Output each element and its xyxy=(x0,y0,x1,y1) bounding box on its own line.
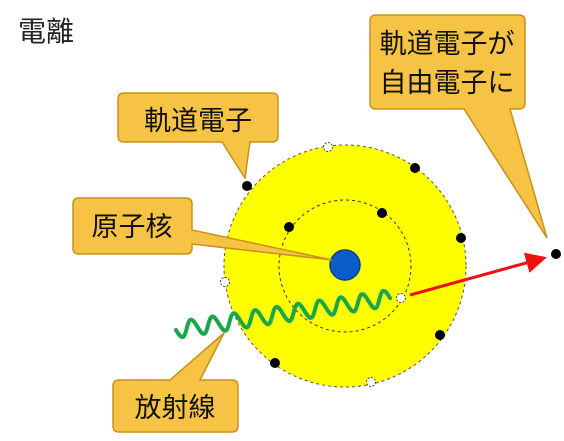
callout-nucleus-label: 原子核 xyxy=(92,212,173,243)
electron xyxy=(377,208,387,218)
callout-nucleus: 原子核 xyxy=(72,197,333,261)
electron-vacancy xyxy=(396,293,406,303)
nucleus xyxy=(329,249,361,281)
callout-radiation-label: 放射線 xyxy=(135,393,216,424)
callout-free-electron-label-line1: 軌道電子が xyxy=(380,29,515,60)
electron-vacancy xyxy=(220,277,230,287)
inner-electron-shell xyxy=(278,199,412,333)
diagram-title: 電離 xyxy=(18,15,75,48)
callout-free-electron-label-line2: 自由電子に xyxy=(380,68,515,99)
callout-orbital-electron-label: 軌道電子 xyxy=(144,106,252,137)
electron xyxy=(435,330,445,340)
electron-vacancy xyxy=(366,377,376,387)
electron xyxy=(270,358,280,368)
ejection-arrow xyxy=(409,252,547,297)
electron xyxy=(456,233,466,243)
electron xyxy=(284,222,294,232)
free-electron xyxy=(551,249,561,259)
electron xyxy=(410,163,420,173)
radiation-wave xyxy=(174,288,392,340)
electron-vacancy xyxy=(323,142,333,152)
callout-free-electron: 軌道電子が 自由電子に xyxy=(369,14,548,239)
electron xyxy=(242,181,252,191)
callout-orbital-electron: 軌道電子 xyxy=(117,92,279,181)
callout-radiation: 放射線 xyxy=(112,332,239,433)
